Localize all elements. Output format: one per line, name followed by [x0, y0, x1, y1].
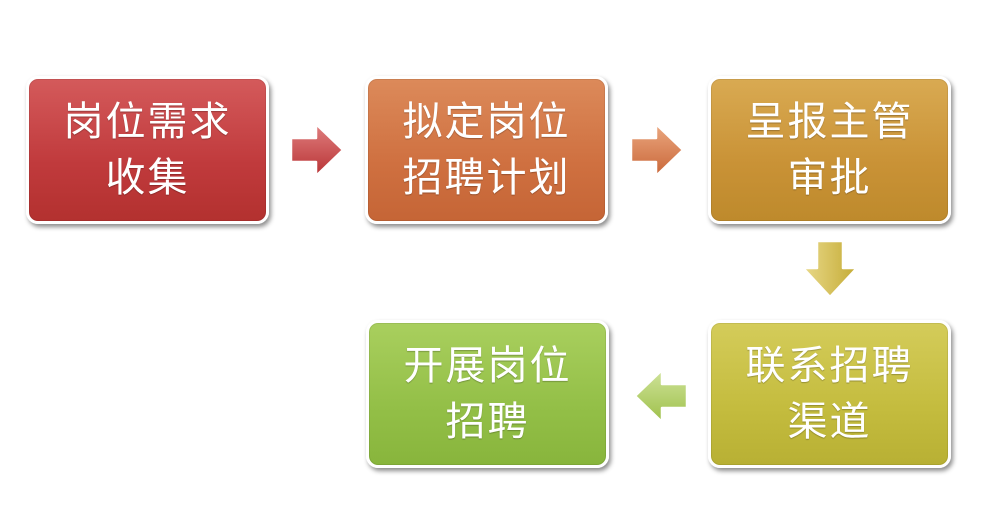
arrow-down-icon: [801, 239, 859, 299]
arrow-right-icon: [629, 122, 685, 178]
arrow-left-icon: [633, 368, 689, 424]
step-job-demand-collection: 岗位需求 收集: [26, 76, 269, 224]
step-contact-recruitment-channels: 联系招聘 渠道: [708, 320, 951, 468]
arrow-right-icon: [289, 122, 345, 178]
step-submit-for-approval: 呈报主管 审批: [708, 76, 951, 224]
step-label: 开展岗位 招聘: [403, 343, 572, 445]
step-label: 拟定岗位 招聘计划: [402, 99, 571, 201]
step-label: 呈报主管 审批: [745, 99, 914, 201]
step-carry-out-recruitment: 开展岗位 招聘: [366, 320, 609, 468]
step-label: 岗位需求 收集: [63, 99, 232, 201]
step-draft-recruitment-plan: 拟定岗位 招聘计划: [365, 76, 608, 224]
step-label: 联系招聘 渠道: [745, 343, 914, 445]
